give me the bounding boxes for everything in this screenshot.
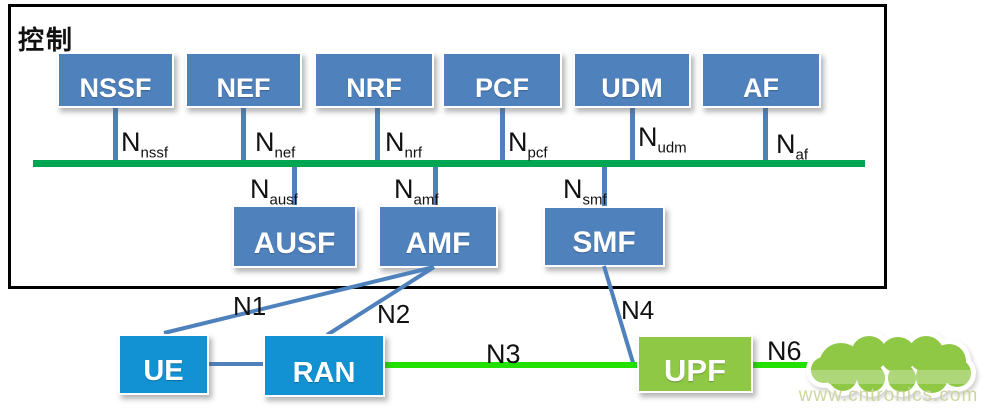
nf-label-smf: SMF xyxy=(572,226,636,259)
nf-box-pcf: PCF xyxy=(442,52,562,108)
nf-box-smf: SMF xyxy=(543,206,665,267)
iface-label-udm: Nudm xyxy=(638,122,687,157)
iface-label-ausf: Nausf xyxy=(250,174,298,209)
control-plane-title: 控制 xyxy=(18,25,75,55)
iface-label-nrf: Nnrf xyxy=(385,127,423,162)
nf-box-nrf: NRF xyxy=(314,52,434,108)
iface-label-smf: Nsmf xyxy=(563,174,607,209)
node-box-upf: UPF xyxy=(637,335,753,393)
node-box-ran: RAN xyxy=(263,334,385,397)
ref-label-n4: N4 xyxy=(621,295,655,325)
iface-label-pcf: Npcf xyxy=(508,127,548,162)
connector-af-bus xyxy=(763,106,768,165)
nf-box-amf: AMF xyxy=(378,205,498,268)
nf-label-nef: NEF xyxy=(216,73,271,103)
iface-label-nssf: Nnssf xyxy=(121,127,169,162)
connector-pcf-bus xyxy=(500,106,505,165)
node-label-upf: UPF xyxy=(664,353,726,388)
ref-label-n6: N6 xyxy=(767,336,802,366)
nf-label-nrf: NRF xyxy=(346,73,402,103)
link-n3-ran-upf xyxy=(385,362,637,368)
control-plane-frame xyxy=(8,4,887,289)
nf-label-udm: UDM xyxy=(601,73,663,103)
nf-label-af: AF xyxy=(743,73,779,103)
connector-nrf-bus xyxy=(375,106,380,165)
nf-label-nssf: NSSF xyxy=(79,73,152,103)
connector-udm-bus xyxy=(630,106,635,165)
node-box-ue: UE xyxy=(118,334,209,395)
connector-bus-amf xyxy=(433,162,438,207)
node-label-ue: UE xyxy=(143,355,184,387)
iface-label-amf: Namf xyxy=(394,174,439,209)
nf-box-udm: UDM xyxy=(573,52,691,108)
nf-label-ausf: AUSF xyxy=(253,227,336,260)
ref-label-n3: N3 xyxy=(486,339,521,369)
nf-box-af: AF xyxy=(701,52,821,108)
connector-nef-bus xyxy=(241,106,246,165)
iface-label-af: Naf xyxy=(776,129,809,164)
link-n6-upf-dn xyxy=(753,362,816,368)
service-bus xyxy=(33,160,865,167)
nf-box-ausf: AUSF xyxy=(232,205,357,268)
nf-box-nef: NEF xyxy=(185,52,302,108)
iface-label-nef: Nnef xyxy=(255,127,296,162)
connector-bus-smf xyxy=(602,162,607,207)
connector-nssf-bus xyxy=(113,106,118,165)
ref-label-n2: N2 xyxy=(377,299,411,329)
nf-box-nssf: NSSF xyxy=(57,52,174,108)
nf-label-amf: AMF xyxy=(405,227,471,260)
connector-bus-ausf xyxy=(292,162,297,207)
nf-label-pcf: PCF xyxy=(475,73,529,103)
ref-label-n1: N1 xyxy=(233,291,267,321)
watermark-text: www.cntronics.com xyxy=(798,385,979,406)
node-label-ran: RAN xyxy=(292,357,356,389)
